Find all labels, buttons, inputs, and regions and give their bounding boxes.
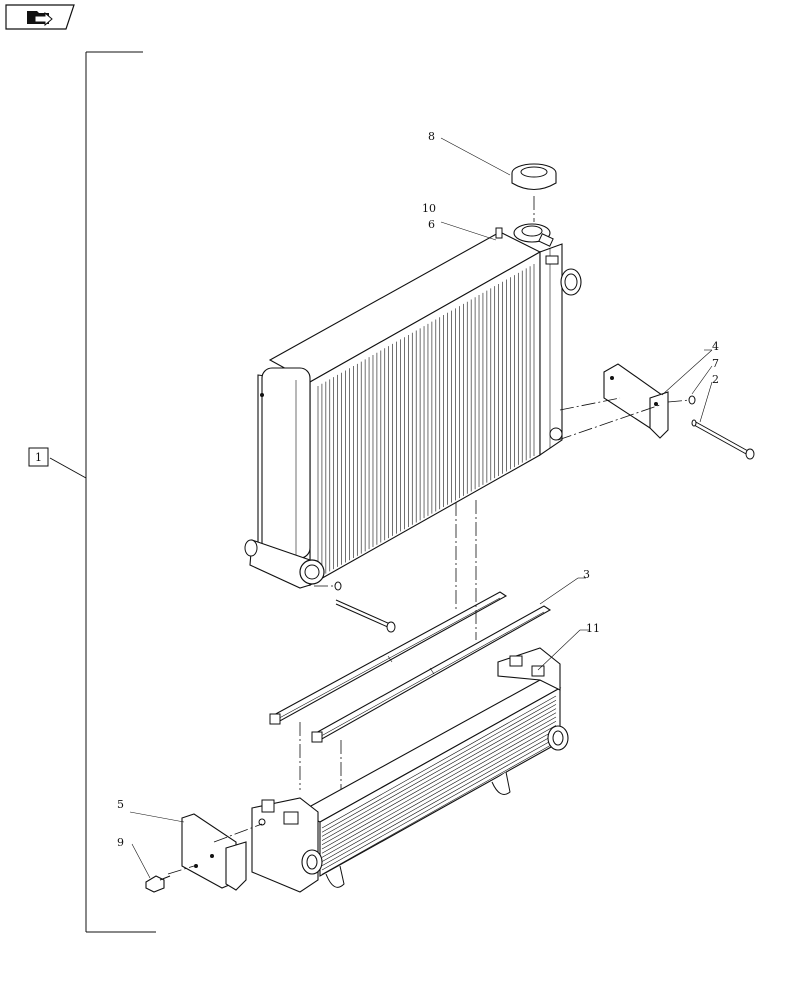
- callout-7: 7: [712, 357, 719, 370]
- mounting-bars: [269, 500, 552, 800]
- radiator-core: [244, 223, 582, 589]
- lower-pin: [314, 581, 396, 633]
- left-bracket: [145, 813, 263, 893]
- callout-9: 9: [117, 836, 124, 849]
- callout-3: 3: [583, 568, 590, 581]
- back-navigation-button[interactable]: [5, 4, 75, 30]
- leader-lines: [129, 137, 713, 879]
- assembly-bracket: [28, 51, 156, 933]
- folder-arrow-icon: [5, 4, 75, 30]
- callout-11: 11: [586, 622, 600, 635]
- callout-5: 5: [117, 798, 124, 811]
- callout-4: 4: [712, 340, 719, 353]
- callout-10: 10: [422, 202, 436, 215]
- callout-8: 8: [428, 130, 435, 143]
- callout-6: 6: [428, 218, 435, 231]
- callout-1: 1: [35, 451, 42, 464]
- oil-cooler: [251, 647, 569, 893]
- right-bracket: [557, 363, 755, 460]
- callout-2: 2: [712, 373, 719, 386]
- radiator-cap: [511, 163, 557, 222]
